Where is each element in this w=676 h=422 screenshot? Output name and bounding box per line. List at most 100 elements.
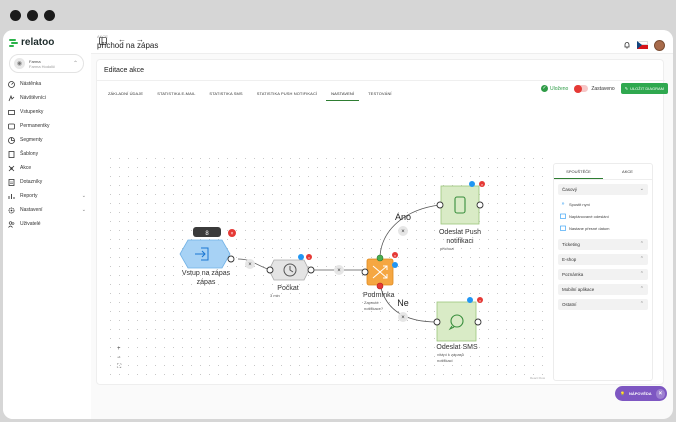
input-handle[interactable] bbox=[266, 266, 274, 274]
input-handle[interactable] bbox=[436, 201, 444, 209]
window-dot[interactable] bbox=[10, 10, 21, 21]
edge-delete-button[interactable]: × bbox=[398, 226, 408, 236]
sidebar-item-label: Šablony bbox=[20, 151, 39, 157]
sidebar-item-reports[interactable]: Reporty⌄ bbox=[8, 189, 88, 203]
tab-triggers[interactable]: SPOUŠTĚČE bbox=[554, 164, 603, 179]
help-button[interactable]: 💡 NÁPOVĚDA × bbox=[615, 386, 667, 401]
attribution[interactable]: React Flow bbox=[530, 376, 546, 380]
saved-status: Uloženo bbox=[549, 85, 569, 92]
section-time[interactable]: Časový⌄ bbox=[558, 184, 648, 195]
output-handle[interactable] bbox=[307, 266, 315, 274]
zoom-out-button[interactable]: − bbox=[117, 355, 121, 361]
sidebar-item-passes[interactable]: Permanentky bbox=[8, 119, 88, 133]
sidebar-toggle-icon[interactable] bbox=[99, 37, 107, 47]
back-arrow-icon[interactable]: ← bbox=[118, 35, 126, 44]
section-eshop[interactable]: E-shop⌃ bbox=[558, 254, 648, 265]
section-ticketing[interactable]: Ticketing⌃ bbox=[558, 239, 648, 250]
sidebar-item-tickets[interactable]: Vstupenky bbox=[8, 105, 88, 119]
sidebar-item-visitors[interactable]: Návštěvníci bbox=[8, 91, 88, 105]
info-icon[interactable] bbox=[467, 297, 473, 303]
sidebar-item-settings[interactable]: Nastavení⌄ bbox=[8, 203, 88, 217]
surveys-icon bbox=[8, 178, 15, 186]
output-handle[interactable] bbox=[227, 255, 235, 263]
trigger-scheduled[interactable]: Naplánované odeslání bbox=[560, 210, 646, 222]
flow-canvas[interactable]: × × × × Ano Ne 8 Vstup na zápas zápas × bbox=[106, 154, 546, 378]
chevron-updown-icon: ⌃ bbox=[72, 61, 78, 67]
farm-avatar: ◉ bbox=[14, 58, 25, 69]
condition-node-label: Podmínka bbox=[363, 292, 395, 299]
output-handle[interactable] bbox=[476, 201, 484, 209]
window-dot[interactable] bbox=[27, 10, 38, 21]
output-handle[interactable] bbox=[474, 318, 482, 326]
section-other[interactable]: Ostatní⌃ bbox=[558, 299, 648, 310]
delete-node-icon[interactable]: × bbox=[392, 252, 398, 258]
tab-basic-info[interactable]: ZÁKLADNÍ ÚDAJE bbox=[108, 91, 144, 96]
condition-node-sub1: Zapnuté bbox=[364, 300, 379, 305]
tab-testing[interactable]: TESTOVÁNÍ bbox=[368, 91, 392, 96]
chevron-up-icon: ⌃ bbox=[639, 286, 644, 292]
close-icon[interactable]: × bbox=[655, 388, 665, 399]
trigger-run-now[interactable]: »Spustit nyní bbox=[560, 198, 646, 210]
window-dot[interactable] bbox=[44, 10, 55, 21]
tab-email-stats[interactable]: STATISTIKA E-MAIL bbox=[157, 91, 196, 96]
info-icon[interactable] bbox=[392, 262, 398, 268]
info-icon[interactable] bbox=[298, 254, 304, 260]
start-count-badge bbox=[193, 227, 221, 237]
run-toggle[interactable] bbox=[574, 84, 589, 93]
farm-subtitle: Farma Hodolič bbox=[29, 63, 56, 69]
input-handle[interactable] bbox=[361, 268, 369, 276]
avatar[interactable] bbox=[654, 39, 665, 51]
svg-text:×: × bbox=[481, 182, 484, 187]
sidebar-item-dashboard[interactable]: Nástěnka bbox=[8, 77, 88, 91]
tab-push-stats[interactable]: STATISTIKA PUSH NOTIFIKACÍ bbox=[256, 91, 318, 96]
sms-node-sub2: notifikaci bbox=[437, 358, 453, 363]
czech-flag-icon[interactable] bbox=[637, 41, 648, 49]
start-node[interactable]: 8 Vstup na zápas zápas × bbox=[179, 227, 236, 286]
edge-delete-button[interactable]: × bbox=[334, 265, 344, 275]
calendar-icon bbox=[560, 225, 566, 231]
sidebar-item-users[interactable]: Uživatelé bbox=[8, 217, 88, 231]
breadcrumb[interactable]: AKCE bbox=[97, 34, 108, 39]
edge-condition-push[interactable] bbox=[379, 204, 441, 257]
forward-arrow-icon[interactable]: → bbox=[136, 35, 144, 44]
delete-node-icon[interactable]: × bbox=[306, 254, 312, 260]
chat-icon bbox=[448, 314, 464, 331]
flow-diagram: × × × × Ano Ne 8 Vstup na zápas zápas × bbox=[179, 181, 485, 363]
edge-delete-button[interactable]: × bbox=[245, 259, 255, 269]
chevron-up-icon: ⌃ bbox=[639, 301, 644, 307]
delete-node-icon[interactable]: × bbox=[228, 229, 236, 237]
edge-delete-button[interactable]: × bbox=[398, 312, 408, 322]
sidebar-item-actions[interactable]: Akce bbox=[8, 161, 88, 175]
delete-node-icon[interactable]: × bbox=[477, 297, 483, 303]
condition-node[interactable]: × Podmínka Zapnuté notifikace? bbox=[361, 252, 398, 311]
yes-handle[interactable] bbox=[376, 254, 384, 262]
section-label: Časový bbox=[562, 187, 578, 192]
svg-text:×: × bbox=[401, 229, 405, 235]
wait-node[interactable]: × Počkat 3 min bbox=[266, 254, 315, 298]
section-label: Ticketing bbox=[562, 242, 580, 247]
push-node[interactable]: × Odeslat Push notifikaci příchozí bbox=[436, 181, 485, 251]
zoom-in-button[interactable]: + bbox=[117, 346, 121, 352]
tab-bar: ZÁKLADNÍ ÚDAJE STATISTIKA E-MAIL STATIST… bbox=[103, 87, 397, 101]
sms-node[interactable]: × Odeslat SMS vítání k zápasů notifikaci bbox=[433, 297, 483, 363]
fit-view-button[interactable]: ⛶ bbox=[117, 364, 122, 370]
svg-text:×: × bbox=[479, 298, 482, 303]
delete-node-icon[interactable]: × bbox=[479, 181, 485, 187]
sidebar-item-templates[interactable]: Šablony bbox=[8, 147, 88, 161]
logo[interactable]: relatoo bbox=[9, 37, 54, 48]
bell-icon[interactable] bbox=[623, 36, 631, 54]
save-diagram-button[interactable]: ✎ULOŽIT DIAGRAM bbox=[620, 83, 668, 94]
no-handle[interactable] bbox=[376, 282, 384, 290]
sidebar-item-surveys[interactable]: Dotazníky bbox=[8, 175, 88, 189]
input-handle[interactable] bbox=[433, 318, 441, 326]
section-note[interactable]: Poznámka⌃ bbox=[558, 269, 648, 280]
trigger-exact-date[interactable]: Nastane přesné datum bbox=[560, 222, 646, 234]
tab-settings[interactable]: NASTAVENÍ bbox=[326, 87, 360, 101]
section-mobile-app[interactable]: Mobilní aplikace⌃ bbox=[558, 284, 648, 295]
tab-sms-stats[interactable]: STATISTIKA SMS bbox=[209, 91, 243, 96]
sidebar-item-segments[interactable]: Segmenty bbox=[8, 133, 88, 147]
info-icon[interactable] bbox=[469, 181, 475, 187]
tab-actions[interactable]: AKCE bbox=[622, 169, 633, 174]
